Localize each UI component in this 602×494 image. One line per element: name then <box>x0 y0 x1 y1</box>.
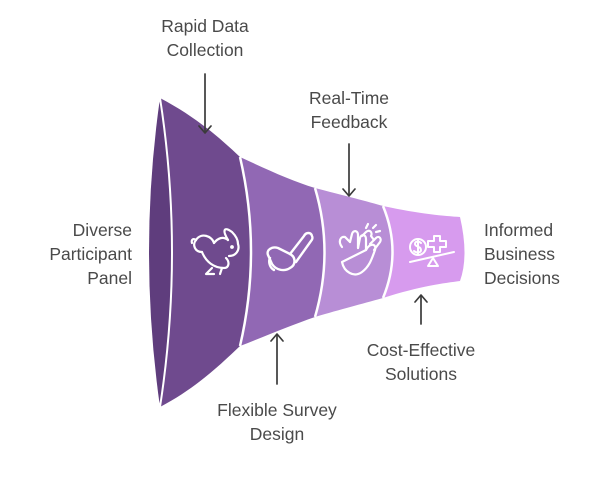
funnel-mouth-rim <box>149 98 172 407</box>
label-cost-effective-solutions: Cost-Effective Solutions <box>366 340 476 384</box>
funnel-segment-3 <box>315 188 393 317</box>
label-diverse-participant-panel: Diverse Participant Panel <box>49 220 132 288</box>
funnel-segment-2 <box>240 157 325 346</box>
clapping-hands-icon <box>338 222 382 276</box>
segment-divider-4 <box>381 205 394 299</box>
label-flexible-survey-design: Flexible Survey Design <box>217 400 337 444</box>
segment-divider-2 <box>238 156 253 347</box>
real-time-arrow <box>342 143 356 197</box>
money-balance-icon <box>409 235 455 267</box>
label-rapid-data-collection: Rapid Data Collection <box>161 16 249 60</box>
label-informed-business-decisions: Informed Business Decisions <box>484 220 560 288</box>
cost-effective-arrow <box>414 294 428 325</box>
rabbit-icon <box>190 228 240 276</box>
rapid-data-arrow <box>198 73 212 134</box>
label-real-time-feedback: Real-Time Feedback <box>308 88 390 132</box>
flexible-survey-arrow <box>270 333 284 385</box>
flexible-tube-icon <box>266 231 314 272</box>
segment-divider-1 <box>159 97 173 408</box>
segment-divider-3 <box>313 187 326 318</box>
funnel-segment-1 <box>160 98 251 407</box>
